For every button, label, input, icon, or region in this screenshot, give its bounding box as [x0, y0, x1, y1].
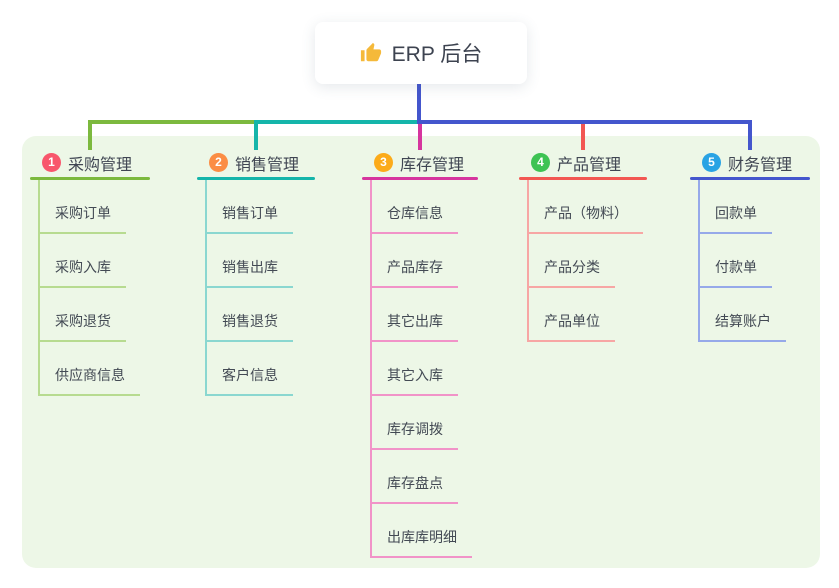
child-item[interactable]: 结算账户	[698, 288, 786, 342]
branch-underline	[362, 177, 478, 180]
child-item-label: 销售订单	[222, 205, 278, 221]
child-item[interactable]: 产品（物料）	[527, 180, 643, 234]
child-item[interactable]: 仓库信息	[370, 180, 458, 234]
branch-children: 采购订单采购入库采购退货供应商信息	[30, 180, 150, 396]
child-item[interactable]: 产品分类	[527, 234, 615, 288]
branch-title: 销售管理	[235, 156, 300, 174]
child-item-label: 出库库明细	[387, 529, 457, 545]
child-item-label: 仓库信息	[387, 205, 443, 221]
child-item-label: 付款单	[715, 259, 757, 275]
child-item[interactable]: 销售出库	[205, 234, 293, 288]
branch-underline	[519, 177, 647, 180]
branch-number-badge: 2	[209, 153, 228, 172]
child-item-label: 采购入库	[55, 259, 111, 275]
child-item[interactable]: 其它入库	[370, 342, 458, 396]
child-item-label: 供应商信息	[55, 367, 125, 383]
child-item-label: 结算账户	[715, 313, 771, 329]
branch-header[interactable]: 3 库存管理	[362, 148, 478, 177]
root-node[interactable]: ERP 后台	[315, 22, 527, 84]
child-item-label: 回款单	[715, 205, 757, 221]
branch-spine	[370, 180, 372, 557]
child-item-label: 其它出库	[387, 313, 443, 329]
child-item[interactable]: 库存调拨	[370, 396, 458, 450]
branch-children: 仓库信息产品库存其它出库其它入库库存调拨库存盘点出库库明细	[362, 180, 478, 558]
branch-header[interactable]: 4 产品管理	[519, 148, 647, 177]
child-item[interactable]: 采购入库	[38, 234, 126, 288]
root-title: ERP 后台	[391, 43, 483, 66]
child-item[interactable]: 付款单	[698, 234, 772, 288]
branch-number-badge: 3	[374, 153, 393, 172]
branch-underline	[30, 177, 150, 180]
branch-number-badge: 1	[42, 153, 61, 172]
child-item-label: 客户信息	[222, 367, 278, 383]
child-item-label: 销售出库	[222, 259, 278, 275]
branch-spine	[527, 180, 529, 341]
child-item[interactable]: 其它出库	[370, 288, 458, 342]
branch-spine	[205, 180, 207, 395]
child-item-label: 其它入库	[387, 367, 443, 383]
child-item-label: 产品（物料）	[544, 205, 628, 221]
child-item[interactable]: 销售退货	[205, 288, 293, 342]
branch-header[interactable]: 1 采购管理	[30, 148, 150, 177]
branch-children: 回款单付款单结算账户	[690, 180, 810, 342]
child-item-label: 销售退货	[222, 313, 278, 329]
child-item-label: 采购退货	[55, 313, 111, 329]
branch: 2 销售管理 销售订单销售出库销售退货客户信息	[197, 148, 315, 396]
branch: 4 产品管理 产品（物料） 产品分类产品单位	[519, 148, 647, 342]
branch-children: 产品（物料） 产品分类产品单位	[519, 180, 647, 342]
child-item[interactable]: 产品单位	[527, 288, 615, 342]
child-item[interactable]: 回款单	[698, 180, 772, 234]
branch-title: 库存管理	[400, 156, 465, 174]
child-item[interactable]: 库存盘点	[370, 450, 458, 504]
child-item-label: 库存盘点	[387, 475, 443, 491]
child-item-label: 库存调拨	[387, 421, 443, 437]
branch-title: 采购管理	[68, 156, 133, 174]
branch-title: 产品管理	[557, 156, 622, 174]
branch: 3 库存管理 仓库信息产品库存其它出库其它入库库存调拨库存盘点出库库明细	[362, 148, 478, 558]
branch-children: 销售订单销售出库销售退货客户信息	[197, 180, 315, 396]
child-item[interactable]: 销售订单	[205, 180, 293, 234]
branch-number-badge: 5	[702, 153, 721, 172]
child-item-label: 采购订单	[55, 205, 111, 221]
child-item[interactable]: 客户信息	[205, 342, 293, 396]
branch-header[interactable]: 2 销售管理	[197, 148, 315, 177]
child-item-label: 产品分类	[544, 259, 600, 275]
child-item[interactable]: 采购订单	[38, 180, 126, 234]
branch: 5 财务管理 回款单付款单结算账户	[690, 148, 810, 342]
branch-underline	[197, 177, 315, 180]
child-item[interactable]: 产品库存	[370, 234, 458, 288]
child-item-label: 产品库存	[387, 259, 443, 275]
child-item[interactable]: 采购退货	[38, 288, 126, 342]
thumbs-up-icon	[360, 42, 381, 62]
branch-number-badge: 4	[531, 153, 550, 172]
branch-underline	[690, 177, 810, 180]
branch: 1 采购管理 采购订单采购入库采购退货供应商信息	[30, 148, 150, 396]
child-item[interactable]: 供应商信息	[38, 342, 140, 396]
branch-spine	[38, 180, 40, 395]
branch-title: 财务管理	[728, 156, 793, 174]
child-item-label: 产品单位	[544, 313, 600, 329]
branches-background-panel	[22, 136, 820, 568]
branch-spine	[698, 180, 700, 341]
branch-header[interactable]: 5 财务管理	[690, 148, 810, 177]
child-item[interactable]: 出库库明细	[370, 504, 472, 558]
